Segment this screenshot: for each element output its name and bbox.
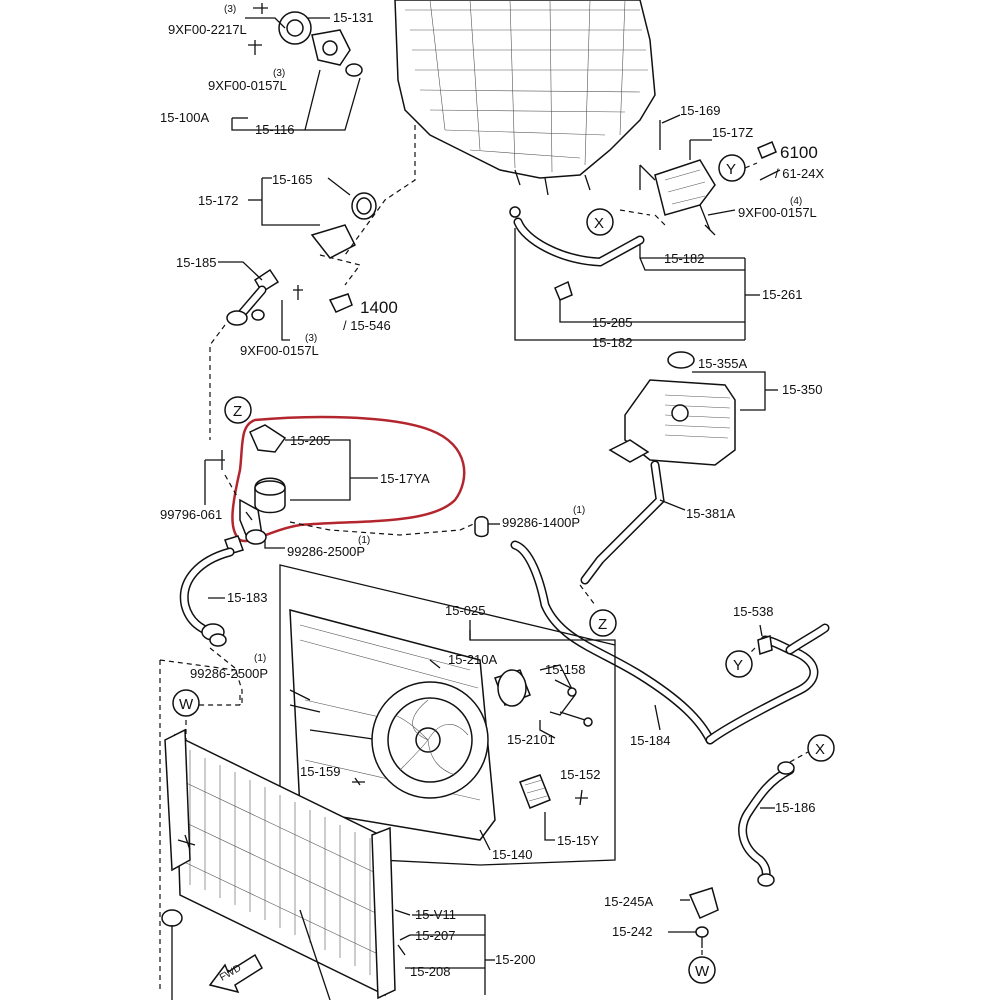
label-15-116: 15-116: [255, 122, 295, 137]
label-15-186: 15-186: [775, 800, 815, 815]
bypass-pipe: [209, 254, 362, 440]
label-9xf00-0157l-c: 9XF00-0157L: [738, 205, 817, 220]
highlighted-15-17ya: [204, 415, 500, 549]
qty-3-c: (3): [305, 333, 317, 344]
part-labels: 9XF00-2217L 15-131 9XF00-0157L 15-100A 1…: [160, 10, 824, 984]
engine-block: [394, 0, 656, 218]
label-15-152: 15-152: [560, 767, 600, 782]
label-15-159: 15-159: [300, 764, 340, 779]
label-15-184: 15-184: [630, 733, 670, 748]
qty-1-c: (1): [254, 653, 266, 664]
label-15-245a: 15-245A: [604, 894, 653, 909]
label-15-17z: 15-17Z: [712, 125, 753, 140]
label-61-24x: / 61-24X: [775, 166, 824, 181]
thermostat-group: [248, 125, 416, 259]
label-15-172: 15-172: [198, 193, 238, 208]
water-pump-group: [231, 3, 363, 131]
ref-x-2: X: [815, 741, 825, 758]
reference-circles: [172, 154, 835, 984]
bracket-15-245a: [668, 887, 719, 958]
label-15-200: 15-200: [495, 952, 535, 967]
reference-letters: X Y Z Z Y W X W: [179, 161, 825, 980]
label-15-185: 15-185: [176, 255, 216, 270]
ref-x-1: X: [594, 215, 604, 232]
label-15-15y: 15-15Y: [557, 833, 599, 848]
label-15-242: 15-242: [612, 924, 652, 939]
label-1400: 1400: [360, 298, 398, 317]
label-15-2101: 15-2101: [507, 732, 555, 747]
label-15-546: / 15-546: [343, 318, 391, 333]
ref-y-1: Y: [726, 161, 736, 178]
highlight-outline: [231, 415, 466, 543]
quantity-labels: (3) (3) (3) (4) (1) (1) (1): [224, 4, 802, 664]
qty-3-b: (3): [273, 68, 285, 79]
hose-15-183: [179, 535, 244, 706]
qty-1-a: (1): [573, 505, 585, 516]
label-15-100a: 15-100A: [160, 110, 209, 125]
radiator: [159, 659, 495, 1000]
label-99286-2500p-a: 99286-2500P: [287, 544, 365, 559]
label-15-205: 15-205: [290, 433, 330, 448]
ref-y-2: Y: [733, 657, 743, 674]
fwd-arrow: [208, 953, 263, 994]
water-outlet-group: [619, 114, 781, 236]
ref-z-1: Z: [233, 403, 242, 420]
label-15-261: 15-261: [762, 287, 802, 302]
hose-15-182: [513, 217, 760, 341]
label-15-182-a: 15-182: [664, 251, 704, 266]
label-15-350: 15-350: [782, 382, 822, 397]
label-99796-061: 99796-061: [160, 507, 222, 522]
qty-3-a: (3): [224, 4, 236, 15]
qty-4: (4): [790, 196, 802, 207]
qty-1-b: (1): [358, 535, 370, 546]
label-15-285: 15-285: [592, 315, 632, 330]
label-15-158: 15-158: [545, 662, 585, 677]
label-15-210a: 15-210A: [448, 652, 497, 667]
label-9xf00-0157l-a: 9XF00-0157L: [208, 78, 287, 93]
label-15-17ya: 15-17YA: [380, 471, 430, 486]
label-15-169: 15-169: [680, 103, 720, 118]
label-99286-1400p: 99286-1400P: [502, 515, 580, 530]
expansion-tank: [579, 351, 778, 606]
ref-w-2: W: [695, 963, 710, 980]
label-15-131: 15-131: [333, 10, 373, 25]
label-15-182-b: 15-182: [592, 335, 632, 350]
label-9xf00-2217l: 9XF00-2217L: [168, 22, 247, 37]
label-9xf00-0157l-b: 9XF00-0157L: [240, 343, 319, 358]
label-6100: 6100: [780, 143, 818, 162]
label-15-208: 15-208: [410, 964, 450, 979]
label-15-381a: 15-381A: [686, 506, 735, 521]
label-15-183: 15-183: [227, 590, 267, 605]
label-15-140: 15-140: [492, 847, 532, 862]
label-15-v11: 15-V11: [415, 907, 456, 922]
label-15-165: 15-165: [272, 172, 312, 187]
label-15-025: 15-025: [445, 603, 485, 618]
ref-w-1: W: [179, 696, 194, 713]
ref-z-2: Z: [598, 616, 607, 633]
label-99286-2500p-b: 99286-2500P: [190, 666, 268, 681]
label-15-207: 15-207: [415, 928, 455, 943]
hose-15-186: [738, 751, 809, 887]
label-15-538: 15-538: [733, 604, 773, 619]
hose-15-184: [510, 540, 830, 745]
fan-assembly: [279, 564, 616, 866]
label-15-355a: 15-355A: [698, 356, 747, 371]
